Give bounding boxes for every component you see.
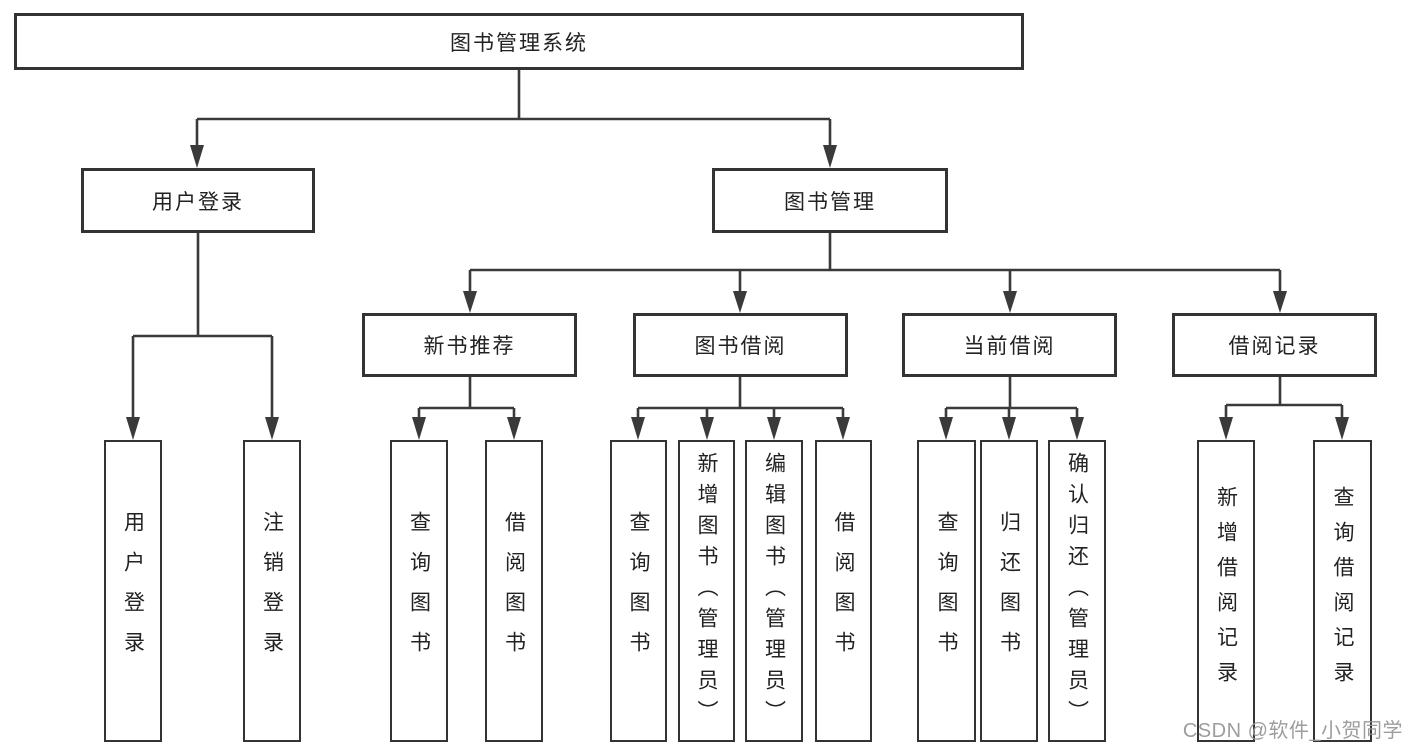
edge-root-to-level2 <box>190 70 837 168</box>
leaf-return-book: 归还图书 <box>980 440 1038 742</box>
leaf-confirm-return-admin: 确认归还（管理员） <box>1048 440 1106 742</box>
leaf-query-book-borrowing: 查询图书 <box>610 440 667 742</box>
leaf-label: 借阅图书 <box>502 511 526 671</box>
leaf-label: 新增借阅记录 <box>1214 486 1238 696</box>
edge-user-login-to-leaves <box>126 233 279 440</box>
leaf-label: 编辑图书（管理员） <box>762 451 786 731</box>
node-current-borrowing: 当前借阅 <box>902 313 1117 377</box>
leaf-label: 查询图书 <box>407 511 431 671</box>
node-borrowing-records: 借阅记录 <box>1172 313 1377 377</box>
csdn-watermark: CSDN @软件_小贺同学 <box>1182 720 1403 742</box>
edge-book-borrowing-to-leaves <box>631 377 850 440</box>
leaf-borrow-book-recommend: 借阅图书 <box>485 440 543 742</box>
node-label: 当前借阅 <box>963 335 1056 358</box>
leaf-borrow-book-borrowing: 借阅图书 <box>815 440 872 742</box>
edge-new-book-recommend-to-leaves <box>412 377 521 440</box>
leaf-edit-book-admin: 编辑图书（管理员） <box>745 440 803 742</box>
node-label: 借阅记录 <box>1228 335 1321 358</box>
leaf-label: 归还图书 <box>997 511 1021 671</box>
node-label: 图书管理 <box>784 190 876 214</box>
node-library-management-system: 图书管理系统 <box>14 13 1024 70</box>
leaf-user-login-action: 用户登录 <box>104 440 162 742</box>
leaf-query-book-current: 查询图书 <box>917 440 976 742</box>
leaf-add-book-admin: 新增图书（管理员） <box>678 440 735 742</box>
node-label: 图书管理系统 <box>450 31 588 55</box>
leaf-label: 注销登录 <box>260 511 284 671</box>
edge-book-management-to-modules <box>463 233 1287 313</box>
node-user-login: 用户登录 <box>81 168 315 233</box>
node-label: 图书借阅 <box>694 335 787 358</box>
edge-borrowing-records-to-leaves <box>1219 377 1349 440</box>
leaf-label: 借阅图书 <box>832 511 855 671</box>
node-new-book-recommend: 新书推荐 <box>362 313 577 377</box>
node-book-management: 图书管理 <box>712 168 948 233</box>
leaf-label: 查询图书 <box>935 511 958 671</box>
leaf-logout-action: 注销登录 <box>243 440 301 742</box>
leaf-label: 用户登录 <box>121 511 145 671</box>
node-label: 新书推荐 <box>423 335 516 358</box>
edge-current-borrowing-to-leaves <box>939 377 1084 440</box>
leaf-label: 确认归还（管理员） <box>1065 451 1089 731</box>
leaf-label: 查询图书 <box>627 511 650 671</box>
leaf-add-borrow-record: 新增借阅记录 <box>1197 440 1255 742</box>
node-book-borrowing: 图书借阅 <box>633 313 848 377</box>
leaf-query-borrow-record: 查询借阅记录 <box>1313 440 1372 742</box>
node-label: 用户登录 <box>152 190 244 214</box>
leaf-label: 新增图书（管理员） <box>695 451 718 731</box>
leaf-label: 查询借阅记录 <box>1331 486 1354 696</box>
leaf-query-book-recommend: 查询图书 <box>390 440 448 742</box>
